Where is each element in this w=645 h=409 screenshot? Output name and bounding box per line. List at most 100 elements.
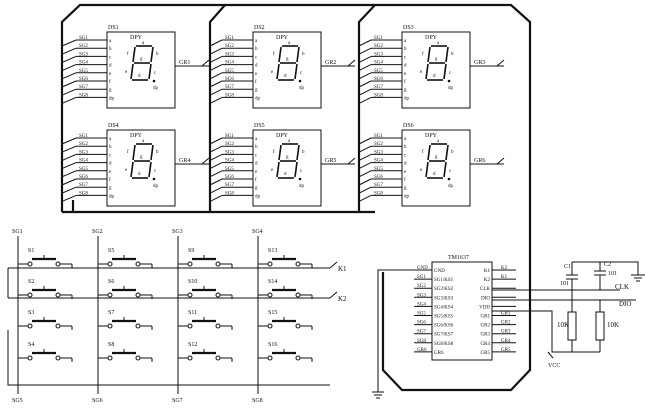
segment-pin-label: b <box>404 145 407 150</box>
display-type-label: DPY <box>425 133 438 139</box>
segment-glyph-label: a <box>437 41 440 46</box>
key-net-label: SG6 <box>92 398 103 404</box>
chip-pin-label: SG7/KS7 <box>434 333 454 338</box>
key-net-label: SG2 <box>92 229 103 235</box>
segment-pin-label: dp <box>255 96 261 101</box>
segment-pin-label: dp <box>109 194 115 199</box>
key-switch: S13 <box>258 248 313 268</box>
grid-net-label: GR4 <box>179 158 190 164</box>
tm1637-chip-body <box>431 261 493 361</box>
clk-net-label: CLK <box>615 283 629 291</box>
segment-pin-label: g <box>404 88 407 93</box>
seven-segment-bar <box>296 144 300 161</box>
display-module: DS2DPYabcdefgdpSG1aSG2bSG3cSG4dSG5eSG6fS… <box>209 25 356 109</box>
key-ref-label: S15 <box>268 310 277 316</box>
segment-net-label: SG3 <box>225 52 234 57</box>
key-switch: S7 <box>98 310 153 330</box>
c1-ref: C1 <box>564 264 571 270</box>
chip-net-label: GR6 <box>417 348 427 353</box>
segment-pin-label: a <box>109 39 112 44</box>
chip-net-label: GR2 <box>501 321 511 326</box>
segment-glyph-label: c <box>449 71 452 76</box>
segment-glyph-label: d <box>433 74 436 79</box>
segment-glyph-label: d <box>284 172 287 177</box>
key-switch: S4 <box>18 342 73 362</box>
seven-segment-bar <box>294 161 298 178</box>
segment-pin-label: a <box>255 39 258 44</box>
segment-pin-label: b <box>404 47 407 52</box>
chip-pin-label: VDD <box>479 305 490 310</box>
segment-net-label: SG4 <box>225 159 234 164</box>
grid-net-label: GR3 <box>474 60 485 66</box>
grid-net-label: GR1 <box>179 60 190 66</box>
grid-net-label: GR5 <box>325 158 336 164</box>
segment-pin-label: d <box>404 162 407 167</box>
segment-net-label: SG3 <box>374 150 383 155</box>
segment-net-label: SG5 <box>225 167 234 172</box>
segment-net-label: SG8 <box>79 191 88 196</box>
segment-pin-label: e <box>404 72 407 77</box>
segment-glyph-label: dp <box>299 86 305 91</box>
display-type-label: DPY <box>276 35 289 41</box>
segment-glyph-label: a <box>288 139 291 144</box>
decimal-point-dot <box>447 79 451 83</box>
seven-segment-bar <box>278 144 282 161</box>
segment-net-label: SG3 <box>79 150 88 155</box>
chip-pin-label: SG3/KS3 <box>434 296 454 301</box>
key-switch: S6 <box>98 279 153 299</box>
chip-pin-label: K1 <box>484 269 491 274</box>
segment-glyph-label: f <box>127 52 129 57</box>
segment-glyph-label: dp <box>448 86 454 91</box>
segment-pin-label: f <box>255 178 257 183</box>
segment-pin-label: d <box>255 64 258 69</box>
segment-pin-label: f <box>255 80 257 85</box>
segment-net-label: SG1 <box>374 36 383 41</box>
key-ref-label: S1 <box>28 248 34 254</box>
seven-segment-bar <box>427 46 431 63</box>
segment-glyph-label: c <box>300 169 303 174</box>
segment-net-label: SG6 <box>374 175 383 180</box>
display-type-label: DPY <box>130 35 143 41</box>
segment-pin-label: a <box>404 137 407 142</box>
segment-glyph-label: g <box>435 155 438 160</box>
key-switch: S2 <box>18 279 73 299</box>
segment-net-label: SG2 <box>374 44 383 49</box>
segment-net-label: SG6 <box>79 77 88 82</box>
segment-pin-label: a <box>109 137 112 142</box>
chip-pin-label: SG6/KS6 <box>434 324 454 329</box>
chip-pin-label: SG2/KS2 <box>434 287 454 292</box>
segment-glyph-label: e <box>420 168 423 173</box>
segment-net-label: SG1 <box>225 36 234 41</box>
segment-pin-label: e <box>109 170 112 175</box>
seven-segment-bar <box>425 161 429 178</box>
key-net-label: SG1 <box>12 229 23 235</box>
segment-pin-label: d <box>404 64 407 69</box>
chip-net-label: GR4 <box>501 339 511 344</box>
display-modules: DS1DPYabcdefgdpSG1aSG2bSG3cSG4dSG5eSG6fS… <box>61 25 505 207</box>
segment-net-label: SG5 <box>374 69 383 74</box>
segment-net-label: SG2 <box>79 44 88 49</box>
segment-glyph-label: d <box>284 74 287 79</box>
display-ref-label: DS4 <box>108 123 119 129</box>
seven-segment-bar <box>276 63 280 80</box>
segment-net-label: SG6 <box>225 175 234 180</box>
segment-pin-label: b <box>255 47 258 52</box>
key-ref-label: S13 <box>268 248 277 254</box>
key-switch: S16 <box>258 342 313 362</box>
display-module: DS4DPYabcdefgdpSG1aSG2bSG3cSG4dSG5eSG6fS… <box>61 123 210 207</box>
chip-net-label: SG3 <box>417 293 426 298</box>
chip-net-label: GR5 <box>501 348 511 353</box>
segment-pin-label: b <box>109 145 112 150</box>
seven-segment-bar <box>150 144 154 161</box>
key-ref-label: S3 <box>28 310 34 316</box>
c2-ref: C2 <box>604 262 611 268</box>
segment-glyph-label: g <box>435 57 438 62</box>
segment-net-label: SG1 <box>225 134 234 139</box>
decimal-point-dot <box>298 177 302 181</box>
segment-glyph-label: c <box>154 169 157 174</box>
display-module: DS3DPYabcdefgdpSG1aSG2bSG3cSG4dSG5eSG6fS… <box>358 25 505 109</box>
chip-pin-label: SG8/KS8 <box>434 342 454 347</box>
decimal-point-dot <box>152 79 156 83</box>
segment-pin-label: c <box>109 153 112 158</box>
